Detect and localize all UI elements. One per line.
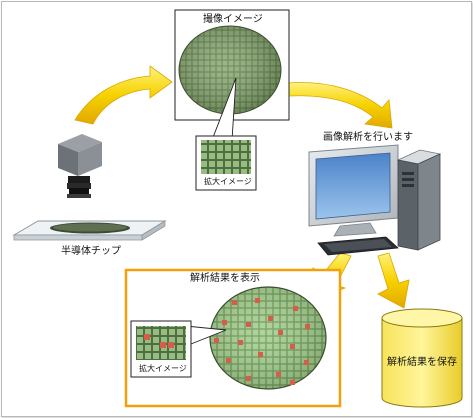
arrow-camera-to-capture — [74, 65, 173, 125]
zoom-image-label-top: 拡大イメージ — [204, 177, 252, 186]
semiconductor-stage — [12, 220, 167, 241]
zoom-grid-top — [201, 140, 251, 174]
zoom-grid-bottom — [136, 326, 186, 360]
arrow-capture-to-pc — [287, 82, 393, 129]
save-result-label: 解析結果を保存 — [387, 357, 457, 368]
defect-marks — [214, 298, 310, 385]
result-display-label: 解析結果を表示 — [190, 273, 260, 284]
computer-icon — [308, 144, 442, 256]
result-wafer — [209, 286, 327, 390]
camera-icon — [58, 134, 102, 198]
analysis-label: 画像解析を行います — [323, 132, 413, 143]
storage-cylinder-icon — [381, 308, 463, 408]
captured-wafer — [178, 25, 282, 115]
zoom-image-label-bottom: 拡大イメージ — [139, 364, 187, 373]
chip-label: 半導体チップ — [61, 246, 121, 257]
arrow-pc-to-storage — [377, 252, 410, 309]
capture-image-label: 撮像イメージ — [203, 14, 263, 25]
